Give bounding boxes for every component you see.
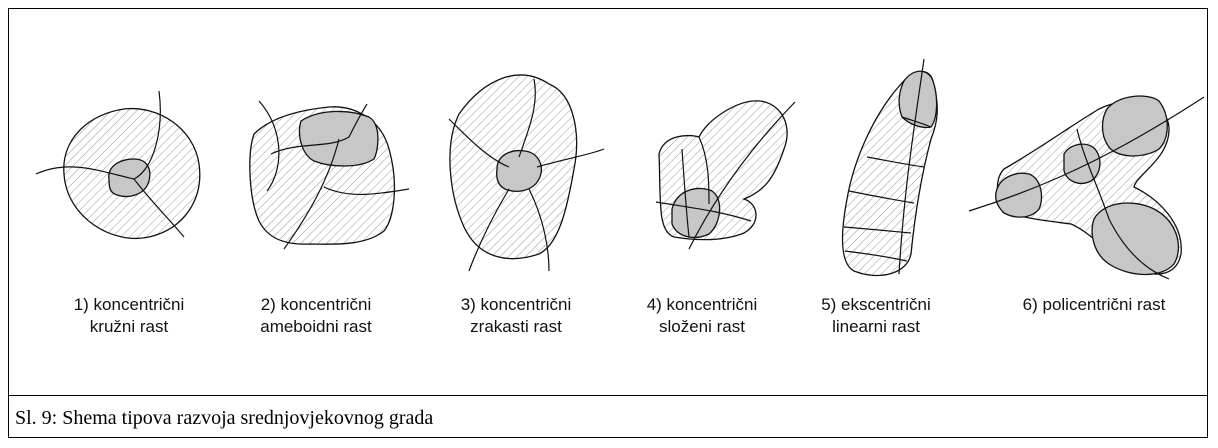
- label-type-5-line-2: linearni rast: [832, 317, 920, 336]
- type-3-concentric-radial-shape: [448, 74, 605, 272]
- label-type-2-line-1: 2) koncentrični: [260, 295, 372, 314]
- label-type-1-line-1: 1) koncentrični: [73, 295, 185, 314]
- label-type-3-line-2: zrakasti rast: [470, 317, 562, 336]
- label-type-4-line-2: složeni rast: [659, 317, 745, 336]
- label-type-5-line-1: 5) ekscentrični: [821, 295, 931, 314]
- label-type-4-line-1: 4) koncentrični: [646, 295, 758, 314]
- caption-divider: [9, 395, 1207, 396]
- label-type-6-line-1: 6) policentrični rast: [1022, 295, 1166, 314]
- label-type-6: 6) policentrični rast: [999, 294, 1189, 316]
- label-type-4: 4) koncentrični složeni rast: [627, 294, 777, 338]
- type-6-polycentric-shape: [968, 95, 1205, 280]
- label-type-2-line-2: ameboidni rast: [260, 317, 372, 336]
- label-type-2: 2) koncentrični ameboidni rast: [241, 294, 391, 338]
- label-type-5: 5) ekscentrični linearni rast: [801, 294, 951, 338]
- type-2-concentric-amoeboid-shape: [249, 100, 410, 250]
- figure-caption: Sl. 9: Shema tipova razvoja srednjovjeko…: [15, 407, 434, 429]
- figure-frame: 1) koncentrični kružni rast 2) koncentri…: [8, 8, 1208, 438]
- label-type-1-line-2: kružni rast: [89, 317, 169, 336]
- label-type-3: 3) koncentrični zrakasti rast: [441, 294, 591, 338]
- type-5-eccentric-linear-shape: [841, 58, 938, 277]
- label-type-1: 1) koncentrični kružni rast: [54, 294, 204, 338]
- type-4-concentric-complex-shape: [655, 100, 796, 250]
- label-type-3-line-1: 3) koncentrični: [460, 295, 572, 314]
- growth-types-diagram: [35, 58, 1205, 280]
- type-1-concentric-circular-shape: [35, 90, 201, 239]
